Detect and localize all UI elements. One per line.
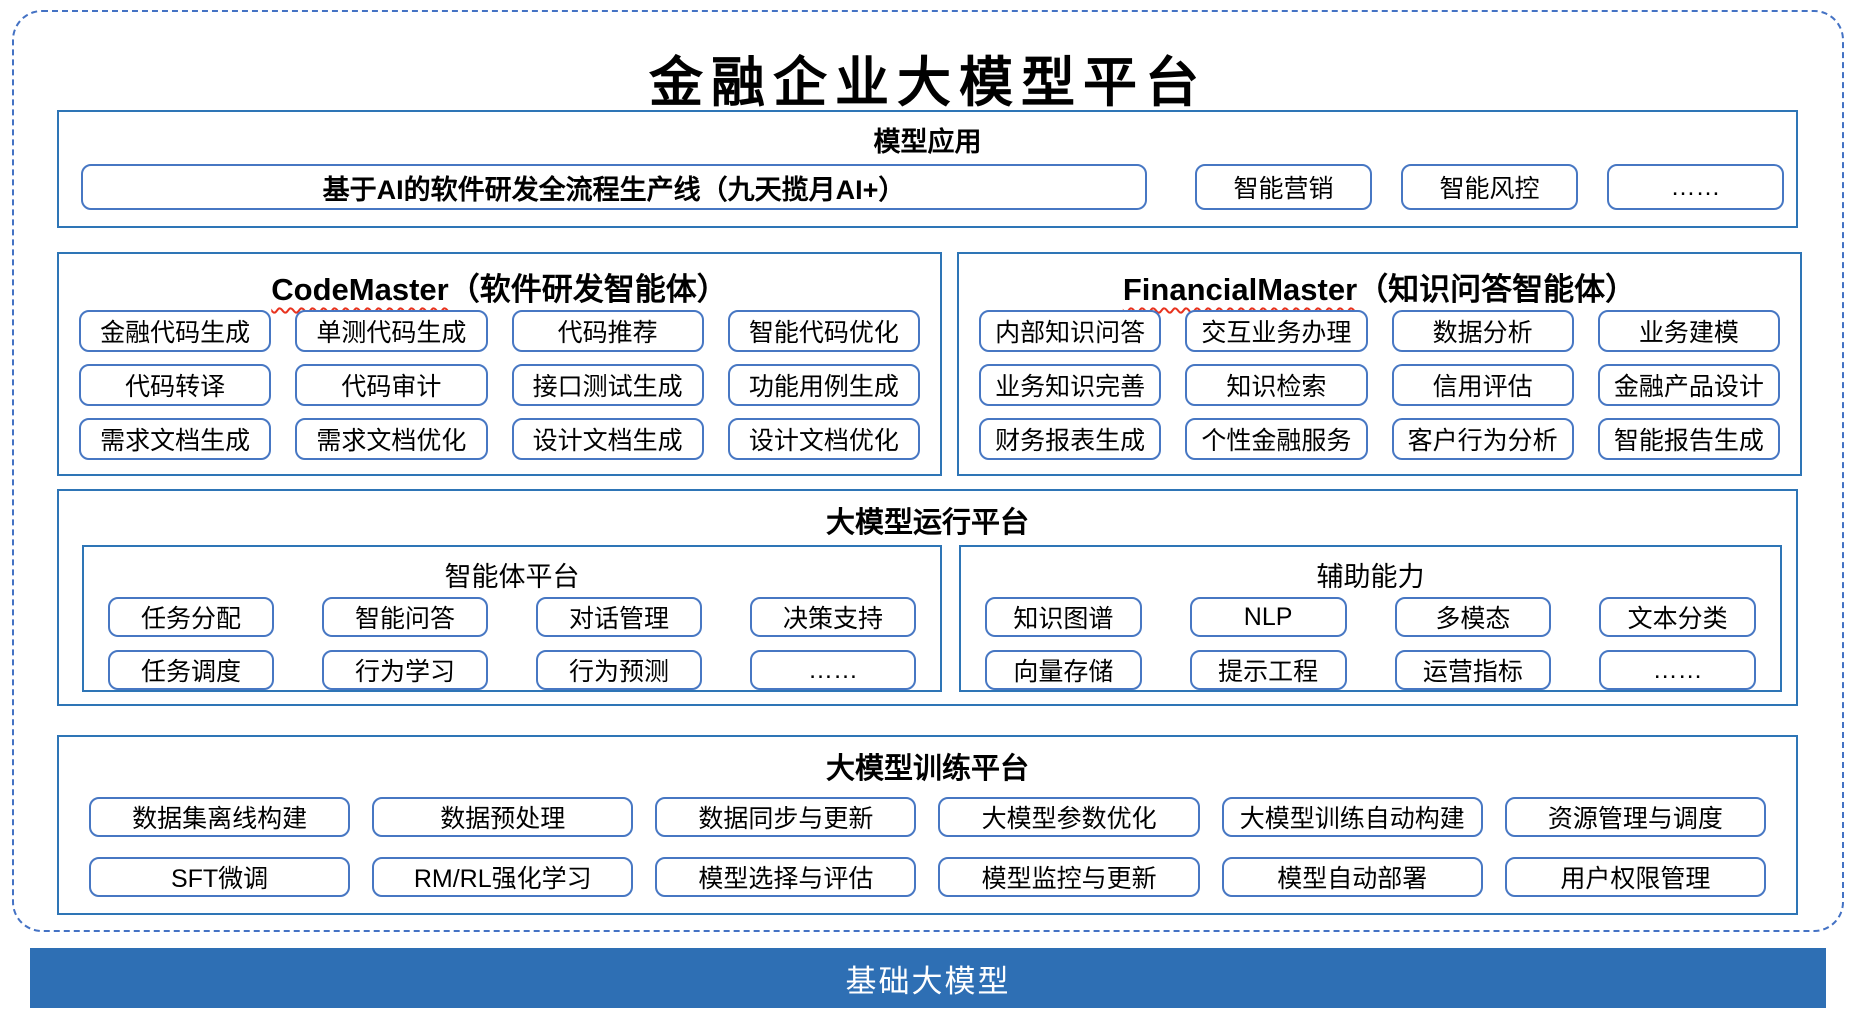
agent-platform-item: 行为预测 xyxy=(536,650,702,690)
training-item: 模型选择与评估 xyxy=(655,857,917,897)
page-title: 金融企业大模型平台 xyxy=(649,50,1207,114)
agent-platform-title: 智能体平台 xyxy=(444,562,580,592)
financialmaster-item: 数据分析 xyxy=(1391,310,1574,352)
aux-ability-item-ellipsis: …… xyxy=(1599,650,1756,690)
training-item: 模型监控与更新 xyxy=(938,857,1200,897)
agents-row: CodeMaster（软件研发智能体） 金融代码生成 单测代码生成 代码推荐 智… xyxy=(57,252,1802,476)
codemaster-subtitle: （软件研发智能体） xyxy=(448,272,728,307)
section-financialmaster: FinancialMaster（知识问答智能体） 内部知识问答 交互业务办理 数… xyxy=(957,252,1802,476)
section-codemaster: CodeMaster（软件研发智能体） 金融代码生成 单测代码生成 代码推荐 智… xyxy=(57,252,942,476)
subsection-agent-platform: 智能体平台 任务分配 智能问答 对话管理 决策支持 任务调度 行为学习 行为预测… xyxy=(82,545,942,692)
financialmaster-grid: 内部知识问答 交互业务办理 数据分析 业务建模 业务知识完善 知识检索 信用评估… xyxy=(979,310,1780,460)
codemaster-grid: 金融代码生成 单测代码生成 代码推荐 智能代码优化 代码转译 代码审计 接口测试… xyxy=(79,310,920,460)
training-item: 用户权限管理 xyxy=(1504,857,1766,897)
training-item: 模型自动部署 xyxy=(1221,857,1483,897)
model-applications-row: 基于AI的软件研发全流程生产线（九天揽月AI+） 智能营销 智能风控 …… xyxy=(81,164,1784,210)
codemaster-item: 接口测试生成 xyxy=(511,364,704,406)
training-item: 大模型训练自动构建 xyxy=(1221,797,1483,837)
agent-platform-item-ellipsis: …… xyxy=(750,650,916,690)
training-item: 数据预处理 xyxy=(372,797,634,837)
aux-ability-title: 辅助能力 xyxy=(1316,562,1425,592)
aux-ability-item: 向量存储 xyxy=(985,650,1142,690)
financialmaster-item: 金融产品设计 xyxy=(1597,364,1780,406)
agent-platform-item: 决策支持 xyxy=(750,597,916,637)
foundation-model-bar: 基础大模型 xyxy=(30,948,1826,1008)
financialmaster-name: FinancialMaster xyxy=(1122,272,1358,307)
codemaster-item: 设计文档生成 xyxy=(511,418,704,460)
codemaster-item: 功能用例生成 xyxy=(727,364,920,406)
codemaster-item: 代码推荐 xyxy=(511,310,704,352)
aux-ability-item: 提示工程 xyxy=(1189,650,1347,690)
codemaster-item: 金融代码生成 xyxy=(79,310,272,352)
codemaster-item: 单测代码生成 xyxy=(295,310,488,352)
codemaster-item: 智能代码优化 xyxy=(727,310,920,352)
codemaster-item: 需求文档优化 xyxy=(295,418,488,460)
training-item: 资源管理与调度 xyxy=(1504,797,1766,837)
agent-platform-item: 行为学习 xyxy=(322,650,488,690)
financialmaster-item: 交互业务办理 xyxy=(1185,310,1368,352)
aux-ability-item: 运营指标 xyxy=(1394,650,1552,690)
agent-platform-item: 任务调度 xyxy=(108,650,274,690)
training-item: RM/RL强化学习 xyxy=(372,857,634,897)
codemaster-item: 代码转译 xyxy=(79,364,272,406)
section-runtime-platform: 大模型运行平台 智能体平台 任务分配 智能问答 对话管理 决策支持 任务调度 行… xyxy=(57,489,1798,706)
agent-platform-item: 对话管理 xyxy=(536,597,702,637)
model-app-item: 智能风控 xyxy=(1400,164,1578,210)
codemaster-item: 代码审计 xyxy=(295,364,488,406)
agent-platform-grid: 任务分配 智能问答 对话管理 决策支持 任务调度 行为学习 行为预测 …… xyxy=(108,597,916,690)
training-platform-title: 大模型训练平台 xyxy=(825,753,1029,785)
aux-ability-item: 文本分类 xyxy=(1599,597,1756,637)
training-item: SFT微调 xyxy=(89,857,351,897)
agent-platform-item: 智能问答 xyxy=(322,597,488,637)
section-model-applications: 模型应用 基于AI的软件研发全流程生产线（九天揽月AI+） 智能营销 智能风控 … xyxy=(57,110,1798,228)
runtime-row: 智能体平台 任务分配 智能问答 对话管理 决策支持 任务调度 行为学习 行为预测… xyxy=(82,545,1782,692)
runtime-platform-title: 大模型运行平台 xyxy=(825,507,1029,539)
agent-platform-item: 任务分配 xyxy=(108,597,274,637)
financialmaster-item: 知识检索 xyxy=(1185,364,1368,406)
subsection-aux-ability: 辅助能力 知识图谱 NLP 多模态 文本分类 向量存储 提示工程 运营指标 …… xyxy=(959,545,1782,692)
model-app-item-ellipsis: …… xyxy=(1606,164,1784,210)
codemaster-title: CodeMaster（软件研发智能体） xyxy=(59,264,940,309)
codemaster-name: CodeMaster xyxy=(271,272,449,307)
financialmaster-item: 内部知识问答 xyxy=(979,310,1162,352)
aux-ability-grid: 知识图谱 NLP 多模态 文本分类 向量存储 提示工程 运营指标 …… xyxy=(985,597,1756,690)
platform-dashed-frame: 金融企业大模型平台 模型应用 基于AI的软件研发全流程生产线（九天揽月AI+） … xyxy=(12,10,1844,932)
training-item: 大模型参数优化 xyxy=(938,797,1200,837)
training-item: 数据集离线构建 xyxy=(89,797,351,837)
financialmaster-item: 财务报表生成 xyxy=(979,418,1162,460)
financialmaster-subtitle: （知识问答智能体） xyxy=(1357,272,1637,307)
financialmaster-item: 个性金融服务 xyxy=(1185,418,1368,460)
model-app-item: 智能营销 xyxy=(1194,164,1372,210)
training-item: 数据同步与更新 xyxy=(655,797,917,837)
financialmaster-item: 业务建模 xyxy=(1597,310,1780,352)
financialmaster-item: 业务知识完善 xyxy=(979,364,1162,406)
aux-ability-item: NLP xyxy=(1189,597,1347,637)
financialmaster-item: 智能报告生成 xyxy=(1597,418,1780,460)
aux-ability-item: 多模态 xyxy=(1394,597,1552,637)
codemaster-item: 设计文档优化 xyxy=(727,418,920,460)
training-grid: 数据集离线构建 数据预处理 数据同步与更新 大模型参数优化 大模型训练自动构建 … xyxy=(89,797,1766,897)
aux-ability-item: 知识图谱 xyxy=(985,597,1142,637)
foundation-model-label: 基础大模型 xyxy=(845,963,1011,999)
financialmaster-title: FinancialMaster（知识问答智能体） xyxy=(959,264,1800,309)
codemaster-item: 需求文档生成 xyxy=(79,418,272,460)
financialmaster-item: 信用评估 xyxy=(1391,364,1574,406)
model-applications-title: 模型应用 xyxy=(873,127,982,157)
section-training-platform: 大模型训练平台 数据集离线构建 数据预处理 数据同步与更新 大模型参数优化 大模… xyxy=(57,735,1798,915)
financialmaster-item: 客户行为分析 xyxy=(1391,418,1574,460)
pipeline-item: 基于AI的软件研发全流程生产线（九天揽月AI+） xyxy=(81,164,1147,210)
